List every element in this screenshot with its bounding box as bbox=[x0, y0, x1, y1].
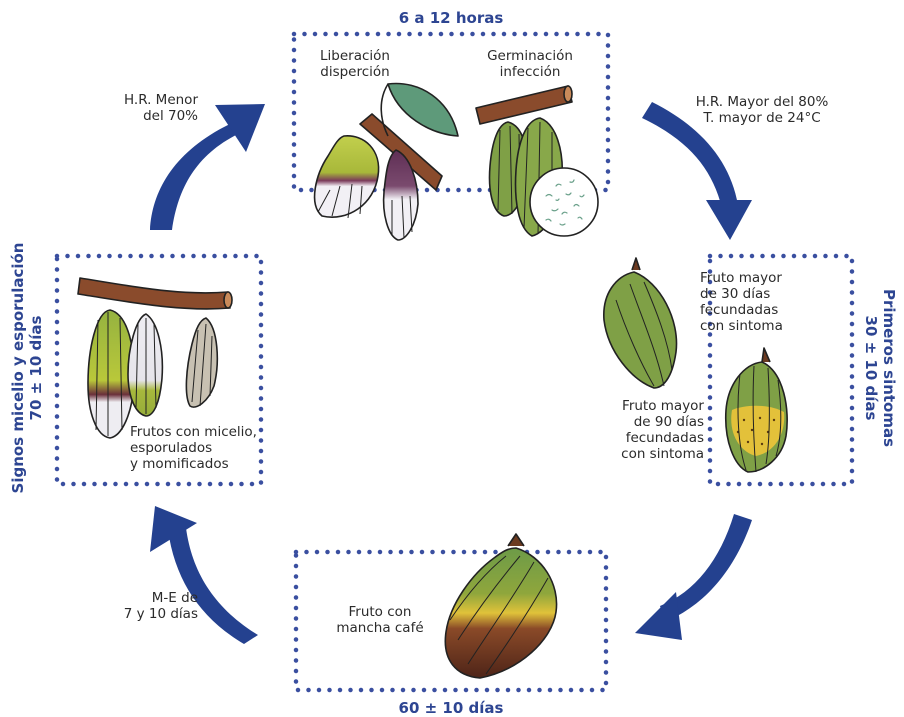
illustration-fruit-90 bbox=[726, 348, 787, 472]
arrow-bottom-to-left bbox=[150, 506, 258, 644]
label-condition-humid: H.R. Mayor del 80% T. mayor de 24°C bbox=[672, 94, 852, 126]
pod-mycelium-3 bbox=[186, 318, 217, 407]
label-release: Liberación disperción bbox=[305, 48, 405, 80]
pod-30-days bbox=[604, 272, 677, 388]
pod-release-1 bbox=[315, 136, 379, 217]
label-fruit-90-days: Fruto mayor de 90 días fecundadas con si… bbox=[590, 398, 704, 462]
stage-bottom-duration: 60 ± 10 días bbox=[351, 699, 551, 717]
label-mycelium-fruits: Frutos con micelio, esporulados y momifi… bbox=[130, 424, 290, 472]
pod-brown-spot bbox=[445, 548, 556, 678]
label-incubation: M-E de 7 y 10 días bbox=[90, 590, 198, 622]
stage-top-duration: 6 a 12 horas bbox=[351, 9, 551, 27]
illustration-mycelium bbox=[78, 278, 232, 438]
stage-left-name: Signos micelio y esporulación bbox=[9, 218, 27, 518]
arrow-right-to-bottom bbox=[635, 514, 752, 640]
label-germination: Germinación infección bbox=[470, 48, 590, 80]
stage-right-title: Primeros sintomas 30 ± 10 días bbox=[862, 248, 898, 488]
spore-magnifier-icon bbox=[530, 168, 598, 236]
illustration-germination bbox=[476, 86, 598, 236]
label-brown-spot: Fruto con mancha café bbox=[325, 604, 435, 636]
stage-right-name: Primeros sintomas bbox=[880, 248, 898, 488]
illustration-fruit-30 bbox=[604, 258, 677, 388]
illustration-brown-spot bbox=[445, 534, 556, 678]
branch-mycelium bbox=[78, 278, 230, 309]
stage-left-title: Signos micelio y esporulación 70 ± 10 dí… bbox=[9, 218, 45, 518]
pod-mycelium-2 bbox=[128, 314, 162, 416]
branch-germination bbox=[476, 86, 572, 124]
stage-left-duration: 70 ± 10 días bbox=[27, 218, 45, 518]
illustration-release bbox=[315, 83, 458, 240]
stage-right-duration: 30 ± 10 días bbox=[862, 248, 880, 488]
label-condition-dry: H.R. Menor del 70% bbox=[110, 92, 198, 124]
leaf-icon bbox=[388, 83, 458, 136]
label-fruit-30-days: Fruto mayor de 30 días fecundadas con si… bbox=[700, 270, 820, 334]
